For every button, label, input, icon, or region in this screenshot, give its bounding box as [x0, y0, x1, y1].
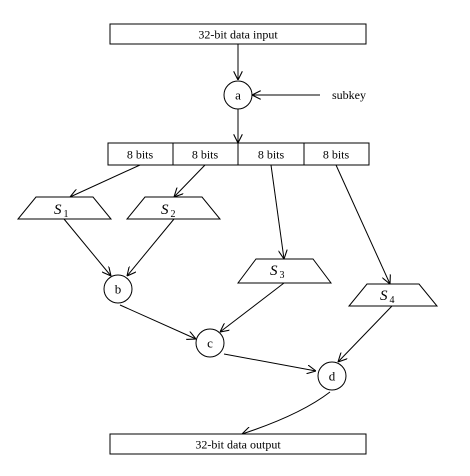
node-a: a	[223, 80, 253, 110]
input-box: 32-bit data input	[109, 23, 367, 45]
edge-seg1-to-s1	[70, 164, 141, 197]
node-d-label: d	[329, 369, 336, 384]
node-b: b	[103, 274, 133, 304]
input-label: 32-bit data input	[198, 28, 278, 42]
edge-s2-to-b	[127, 218, 175, 276]
node-c: c	[195, 328, 225, 358]
edge-c-to-d	[223, 353, 316, 371]
edge-seg4-to-s4	[335, 164, 390, 284]
edge-d-to-output	[242, 391, 331, 434]
node-c-label: c	[207, 336, 213, 351]
segment-3-label: 8 bits	[258, 148, 285, 162]
output-label: 32-bit data output	[195, 438, 281, 452]
node-a-label: a	[235, 88, 241, 103]
segment-row: 8 bits 8 bits 8 bits 8 bits	[107, 142, 370, 166]
segment-1-label: 8 bits	[127, 148, 154, 162]
edge-b-to-c	[119, 304, 196, 339]
output-box: 32-bit data output	[109, 433, 367, 455]
subkey-label: subkey	[332, 88, 366, 102]
edge-s4-to-d	[338, 305, 393, 362]
edge-seg3-to-s3	[270, 164, 284, 259]
edge-s1-to-b	[63, 218, 111, 276]
edge-s3-to-c	[220, 282, 285, 332]
node-d: d	[317, 361, 347, 391]
edge-seg2-to-s2	[174, 164, 206, 197]
node-b-label: b	[115, 282, 122, 297]
segment-4-label: 8 bits	[323, 148, 350, 162]
segment-2-label: 8 bits	[192, 148, 219, 162]
